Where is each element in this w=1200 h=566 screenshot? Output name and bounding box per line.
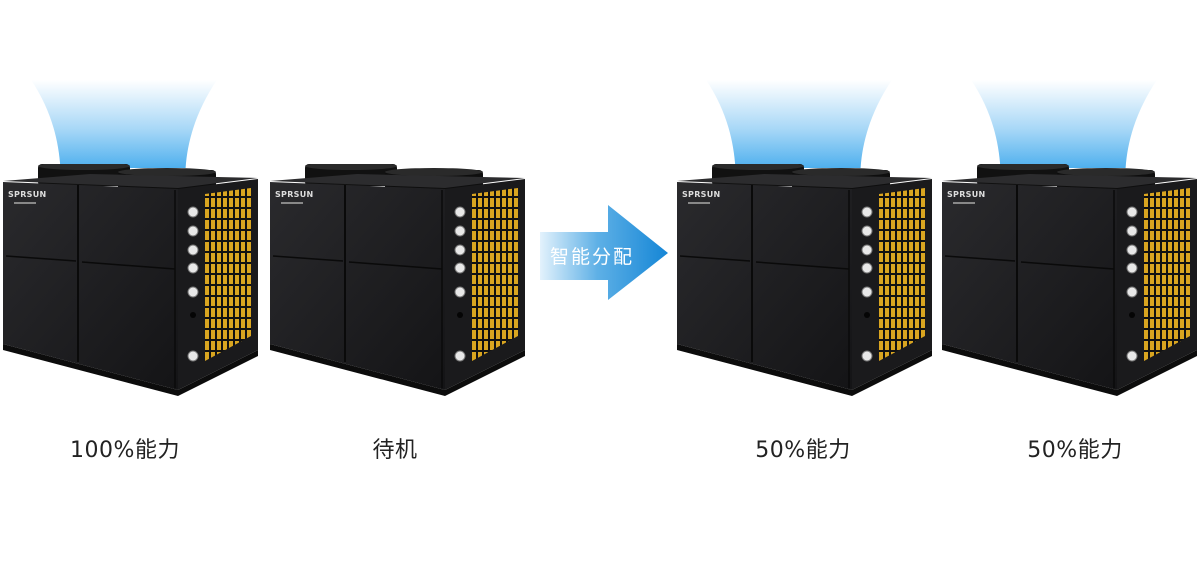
distribution-arrow-icon — [540, 205, 668, 300]
brand-logo-unit-1: SPRSUN — [8, 190, 47, 199]
unit-1-label: 100%能力 — [70, 438, 180, 463]
airflow-plume-unit-1 — [31, 80, 217, 168]
airflow-plume-unit-4 — [971, 80, 1157, 168]
brand-logo-unit-4: SPRSUN — [947, 190, 986, 199]
unit-4-label: 50%能力 — [1027, 438, 1123, 463]
airflow-plume-unit-3 — [706, 80, 892, 168]
arrow-label: 智能分配 — [550, 246, 635, 268]
unit-2-label: 待机 — [372, 438, 418, 463]
brand-logo-unit-2: SPRSUN — [275, 190, 314, 199]
brand-logo-unit-3: SPRSUN — [682, 190, 721, 199]
unit-3-label: 50%能力 — [755, 438, 851, 463]
